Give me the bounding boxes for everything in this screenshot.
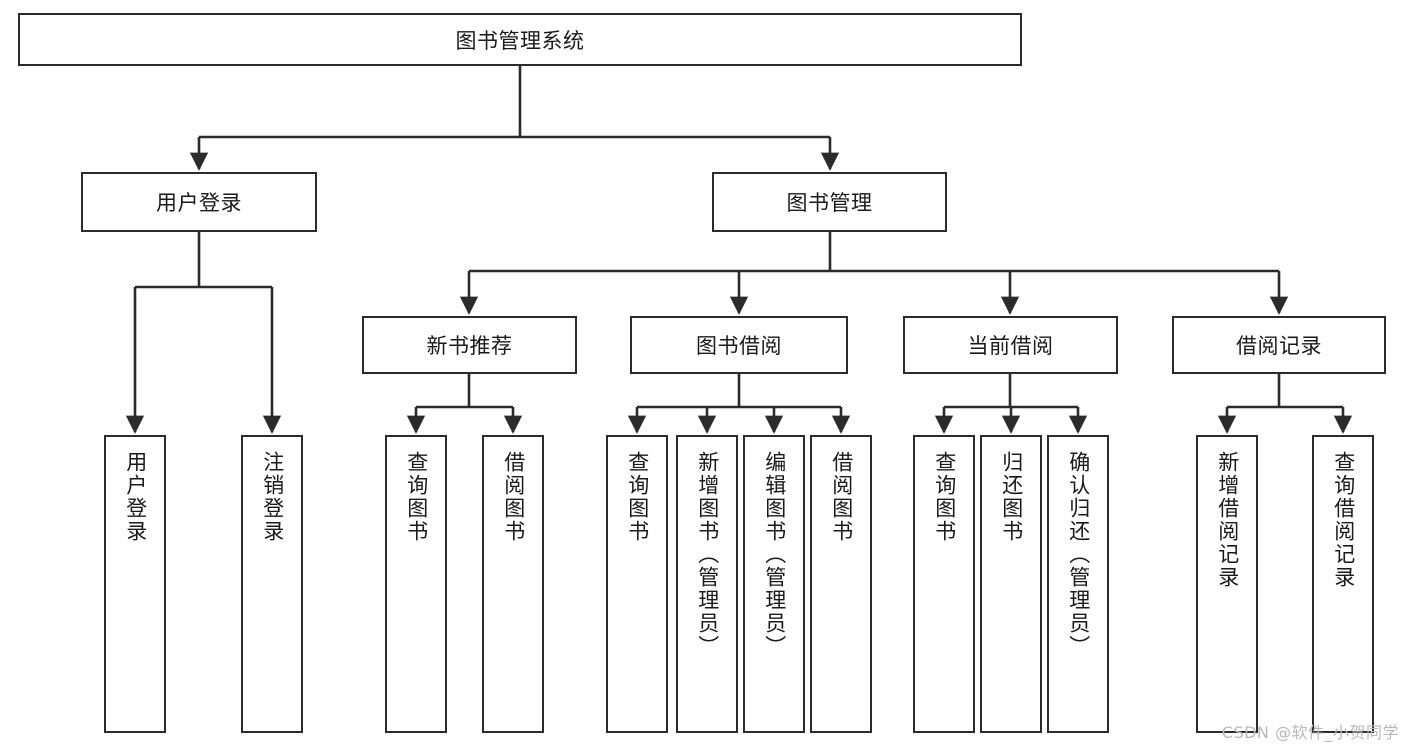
node-label: 新书推荐 bbox=[426, 334, 513, 358]
node-label: 借阅图书 bbox=[829, 451, 854, 543]
node-label: 编辑图书（管理员） bbox=[762, 451, 787, 658]
node-book-borrow[interactable]: 图书借阅 bbox=[630, 316, 848, 374]
node-label: 图书管理系统 bbox=[455, 28, 585, 53]
node-label: 查询借阅记录 bbox=[1331, 451, 1356, 589]
leaf-query-book-newrec[interactable]: 查询图书 bbox=[385, 435, 447, 733]
node-user-login[interactable]: 用户登录 bbox=[81, 172, 317, 232]
leaf-add-book-admin[interactable]: 新增图书（管理员） bbox=[676, 435, 738, 733]
node-borrow-records[interactable]: 借阅记录 bbox=[1172, 316, 1386, 374]
watermark-text: CSDN @软件_小贺同学 bbox=[1221, 723, 1399, 742]
leaf-borrow-book[interactable]: 借阅图书 bbox=[810, 435, 872, 733]
node-label: 图书管理 bbox=[786, 191, 873, 215]
node-label: 新增图书（管理员） bbox=[695, 451, 720, 658]
node-label: 用户登录 bbox=[156, 191, 242, 215]
leaf-confirm-return-admin[interactable]: 确认归还（管理员） bbox=[1047, 435, 1109, 733]
node-label: 当前借阅 bbox=[967, 334, 1054, 358]
leaf-query-book-borrow[interactable]: 查询图书 bbox=[606, 435, 668, 733]
node-root-system[interactable]: 图书管理系统 bbox=[18, 13, 1022, 66]
leaf-user-login[interactable]: 用户登录 bbox=[104, 435, 166, 733]
leaf-edit-book-admin[interactable]: 编辑图书（管理员） bbox=[743, 435, 805, 733]
node-label: 查询图书 bbox=[932, 451, 957, 543]
node-book-management[interactable]: 图书管理 bbox=[712, 172, 947, 232]
node-label: 查询图书 bbox=[625, 451, 650, 543]
leaf-return-book[interactable]: 归还图书 bbox=[980, 435, 1042, 733]
leaf-add-borrow-record[interactable]: 新增借阅记录 bbox=[1196, 435, 1258, 733]
node-new-book-recommend[interactable]: 新书推荐 bbox=[362, 316, 577, 374]
node-label: 用户登录 bbox=[123, 451, 148, 543]
node-label: 归还图书 bbox=[999, 451, 1024, 543]
node-label: 借阅记录 bbox=[1236, 334, 1322, 358]
node-label: 借阅图书 bbox=[501, 451, 526, 543]
leaf-query-borrow-record[interactable]: 查询借阅记录 bbox=[1312, 435, 1374, 733]
node-label: 新增借阅记录 bbox=[1215, 451, 1240, 589]
leaf-query-book-current[interactable]: 查询图书 bbox=[913, 435, 975, 733]
node-label: 确认归还（管理员） bbox=[1066, 451, 1091, 658]
node-current-borrow[interactable]: 当前借阅 bbox=[903, 316, 1118, 374]
leaf-borrow-book-newrec[interactable]: 借阅图书 bbox=[482, 435, 544, 733]
node-label: 查询图书 bbox=[404, 451, 429, 543]
leaf-logout[interactable]: 注销登录 bbox=[241, 435, 303, 733]
node-label: 注销登录 bbox=[260, 451, 285, 543]
node-label: 图书借阅 bbox=[696, 334, 782, 358]
